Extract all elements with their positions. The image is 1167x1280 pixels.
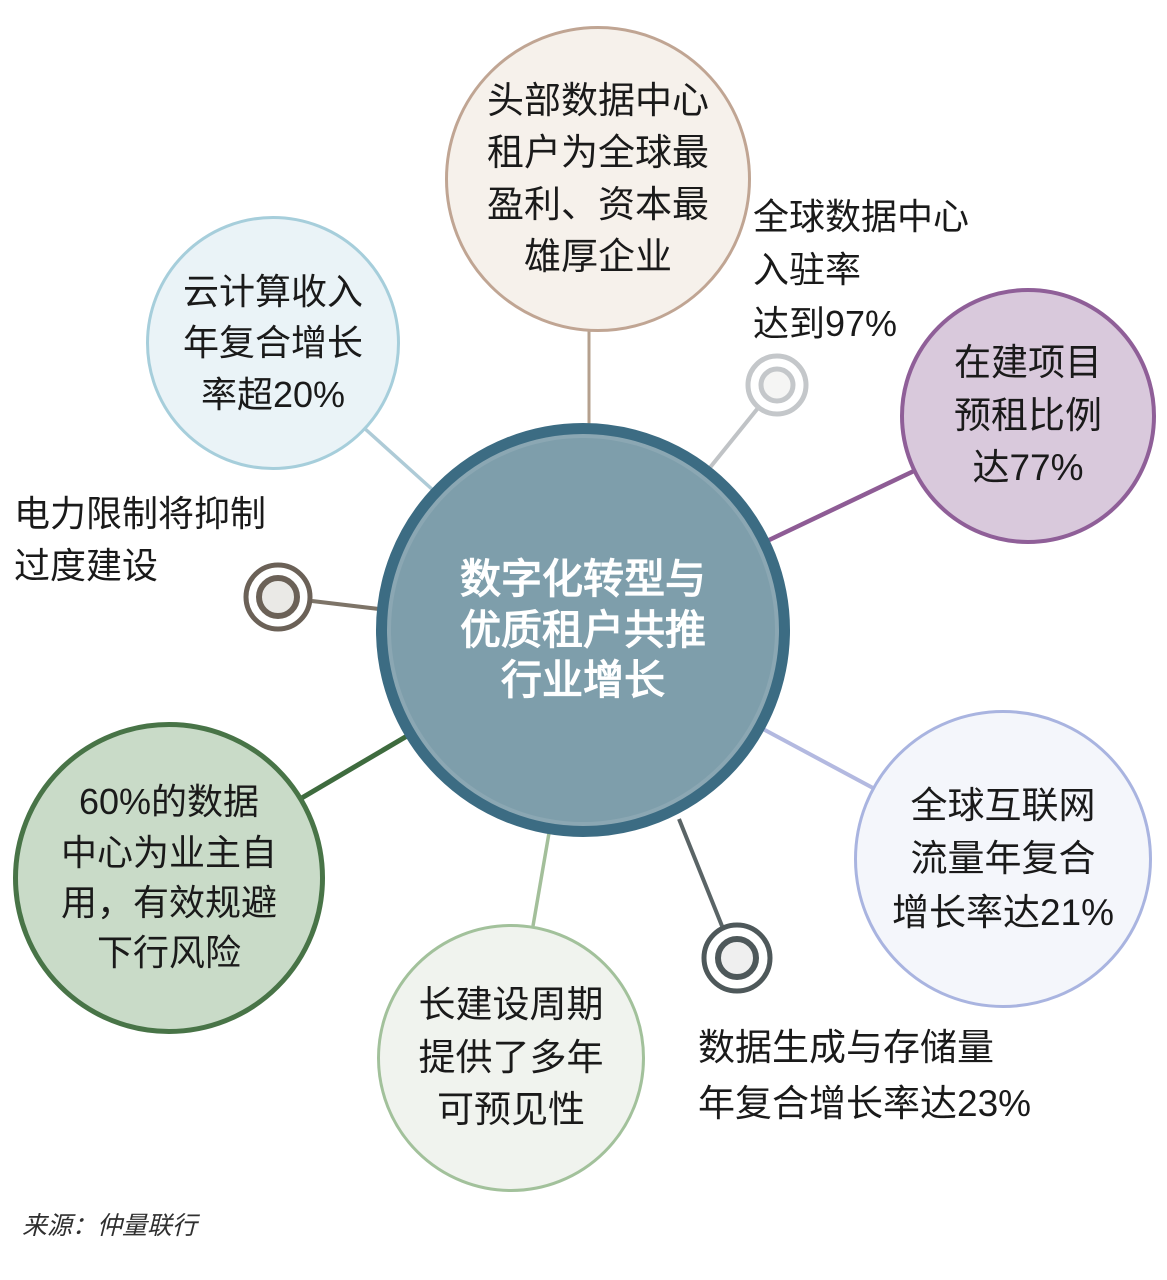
- hub-circle: 数字化转型与 优质租户共推 行业增长: [376, 423, 790, 837]
- ring-marker-icon-occupancy: [745, 353, 809, 417]
- node-internet-traffic-label: 全球互联网 流量年复合 增长率达21%: [891, 784, 1115, 933]
- node-internet-traffic: 全球互联网 流量年复合 增长率达21%: [854, 710, 1152, 1008]
- hub-title: 数字化转型与 优质租户共推 行业增长: [460, 556, 706, 704]
- spoke-construction: [531, 832, 551, 927]
- node-construction-cycle-label: 长建设周期 提供了多年 可预见性: [418, 984, 604, 1131]
- spoke-internet: [762, 727, 874, 790]
- spoke-power: [311, 599, 380, 611]
- spoke-datagen: [677, 818, 724, 927]
- spoke-cloud: [361, 425, 436, 493]
- node-cloud-revenue: 云计算收入 年复合增长 率超20%: [146, 216, 400, 470]
- node-top-tenants: 头部数据中心 租户为全球最 盈利、资本最 雄厚企业: [445, 26, 751, 332]
- node-data-generation-text: 数据生成与存储量 年复合增长率达23%: [698, 1027, 1032, 1124]
- spoke-owner: [298, 733, 409, 802]
- node-preleasing-label: 在建项目 预租比例 达77%: [954, 342, 1102, 489]
- node-cloud-revenue-label: 云计算收入 年复合增长 率超20%: [182, 271, 363, 415]
- node-top-tenants-label: 头部数据中心 租户为全球最 盈利、资本最 雄厚企业: [487, 80, 709, 277]
- node-owner-occupied-label: 60%的数据 中心为业主自 用，有效规避 下行风险: [60, 781, 277, 974]
- spoke-prelease: [766, 467, 917, 544]
- node-occupancy-text: 全球数据中心 入驻率 达到97%: [753, 196, 970, 344]
- spoke-occupancy: [706, 406, 760, 472]
- node-owner-occupied: 60%的数据 中心为业主自 用，有效规避 下行风险: [13, 722, 325, 1034]
- node-preleasing: 在建项目 预租比例 达77%: [900, 288, 1156, 544]
- node-power-constraint-text: 电力限制将抑制 过度建设: [14, 493, 267, 587]
- ring-marker-icon-power: [243, 562, 313, 632]
- source-note: 来源：仲量联行: [22, 1212, 198, 1240]
- node-construction-cycle: 长建设周期 提供了多年 可预见性: [377, 924, 645, 1192]
- ring-marker-icon-datagen: [701, 922, 773, 994]
